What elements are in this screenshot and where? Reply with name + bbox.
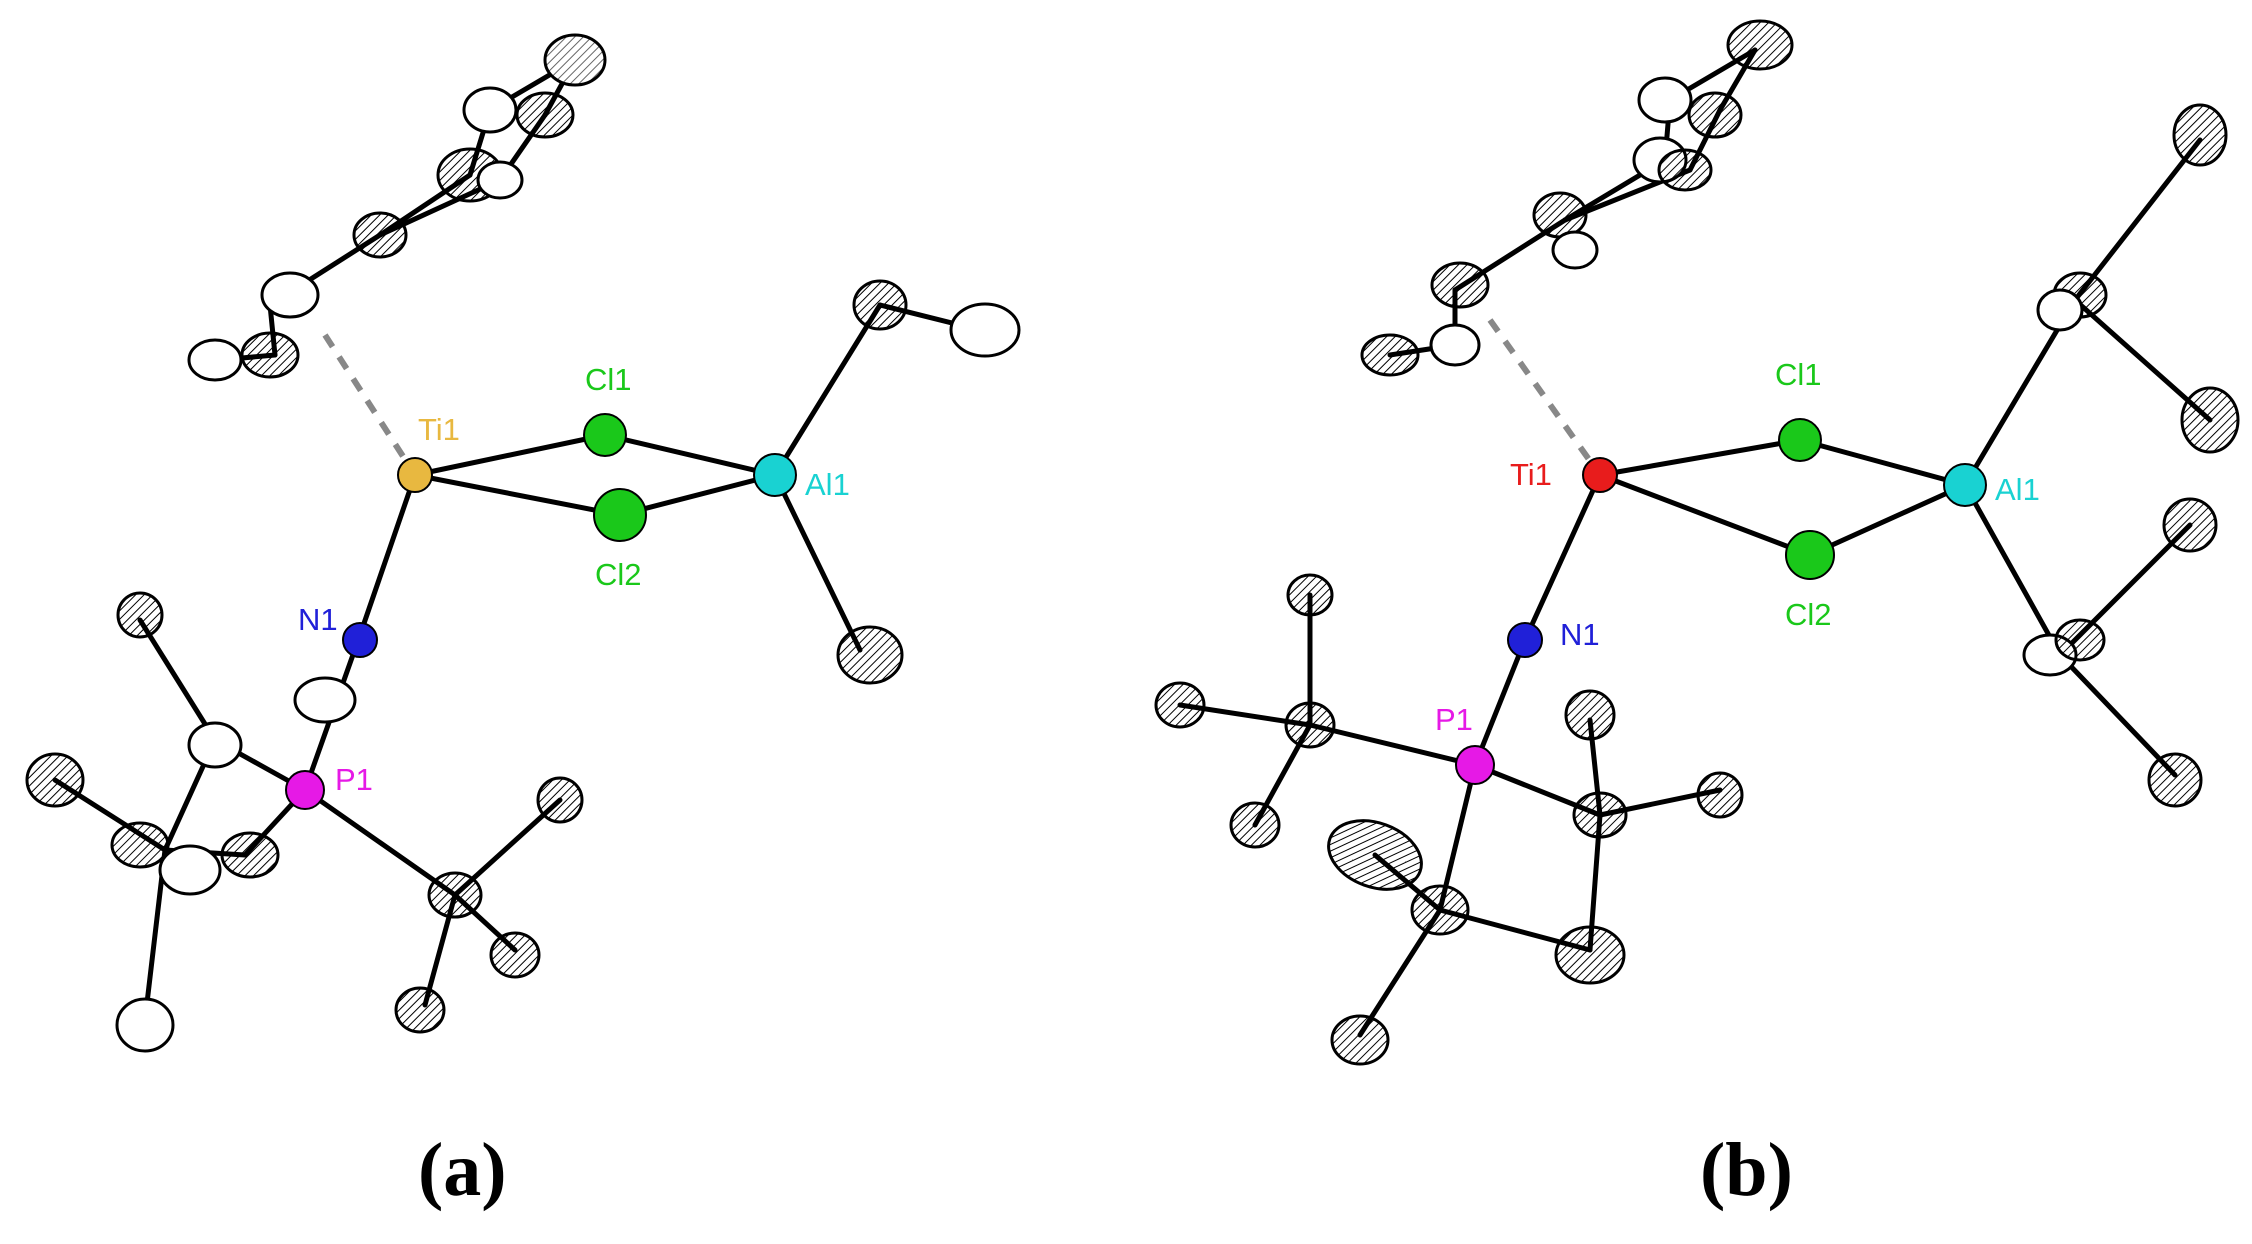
panel-a-heteroatoms bbox=[285, 413, 797, 810]
atom-label-al1: Al1 bbox=[805, 467, 850, 502]
carbon-atom bbox=[2162, 497, 2218, 553]
atom-label-ti1: Ti1 bbox=[418, 412, 460, 447]
carbon-atom bbox=[1330, 1014, 1390, 1066]
carbon-atom bbox=[260, 271, 320, 319]
carbon-atom bbox=[462, 86, 518, 134]
carbon-atom bbox=[1551, 230, 1599, 270]
carbon-atom bbox=[25, 752, 85, 808]
carbon-atom bbox=[187, 721, 243, 769]
panel-b-carbon-atoms bbox=[1154, 19, 2240, 1066]
chlorine-atom bbox=[593, 488, 647, 542]
carbon-atom bbox=[545, 35, 605, 85]
carbon-atom bbox=[1564, 689, 1616, 741]
panel-b-heteroatoms bbox=[1455, 418, 1987, 785]
carbon-atom bbox=[158, 844, 222, 896]
carbon-atom bbox=[427, 871, 483, 919]
carbon-atom bbox=[187, 338, 243, 382]
carbon-atom bbox=[949, 302, 1021, 358]
aluminium-atom bbox=[753, 453, 797, 497]
titanium-atom bbox=[1582, 457, 1618, 493]
panel-a: Ti1 Cl1 Cl2 Al1 N1 P1 (a) bbox=[25, 33, 1021, 1212]
panel-caption-a: (a) bbox=[418, 1128, 507, 1212]
carbon-atom bbox=[515, 91, 575, 139]
carbon-atom bbox=[1360, 333, 1420, 377]
carbon-atom bbox=[489, 931, 541, 979]
carbon-atom bbox=[1430, 261, 1490, 309]
atom-label-al1: Al1 bbox=[1995, 472, 2040, 507]
carbon-atom bbox=[852, 279, 908, 331]
carbon-atom bbox=[110, 821, 170, 869]
carbon-atom bbox=[476, 160, 524, 200]
atom-label-cl1: Cl1 bbox=[1775, 357, 1822, 392]
carbon-atom bbox=[394, 986, 446, 1034]
panel-caption-b: (b) bbox=[1700, 1128, 1793, 1212]
aluminium-atom bbox=[1943, 463, 1987, 507]
carbon-atom bbox=[2054, 618, 2106, 662]
carbon-atom bbox=[293, 676, 357, 724]
carbon-atom bbox=[1229, 801, 1281, 849]
carbon-atom bbox=[1429, 323, 1481, 367]
atom-label-n1: N1 bbox=[298, 602, 338, 637]
carbon-atom bbox=[220, 831, 280, 879]
carbon-atom bbox=[1657, 148, 1713, 192]
phosphorus-atom bbox=[1455, 745, 1495, 785]
atom-label-cl1: Cl1 bbox=[585, 362, 632, 397]
chlorine-atom bbox=[1778, 418, 1822, 462]
panel-a-carbon-atoms bbox=[25, 33, 1021, 1053]
titanium-atom bbox=[397, 457, 433, 493]
carbon-atom bbox=[115, 997, 175, 1053]
carbon-atom bbox=[2172, 103, 2228, 167]
carbon-atom bbox=[1696, 771, 1744, 819]
carbon-atom bbox=[1572, 791, 1628, 839]
chlorine-atom bbox=[1785, 530, 1835, 580]
nitrogen-atom bbox=[1507, 622, 1543, 658]
carbon-atom bbox=[1154, 681, 1206, 729]
carbon-atom bbox=[1637, 76, 1693, 124]
carbon-atom bbox=[352, 211, 408, 259]
nitrogen-atom bbox=[342, 622, 378, 658]
carbon-atom bbox=[240, 331, 300, 379]
carbon-atom bbox=[1410, 884, 1470, 936]
carbon-atom bbox=[2036, 288, 2084, 332]
atom-label-cl2: Cl2 bbox=[1785, 597, 1832, 632]
atom-label-p1: P1 bbox=[1435, 702, 1473, 737]
carbon-atom bbox=[1286, 573, 1334, 617]
panel-b: Ti1 Cl1 Cl2 Al1 N1 P1 (b) bbox=[1154, 19, 2240, 1212]
atom-label-n1: N1 bbox=[1560, 617, 1600, 652]
carbon-atom bbox=[836, 625, 904, 685]
phosphorus-atom bbox=[285, 770, 325, 810]
panel-b-atom-labels: Ti1 Cl1 Cl2 Al1 N1 P1 bbox=[1435, 357, 2040, 737]
panel-b-bonds bbox=[1177, 47, 2213, 1038]
atom-label-p1: P1 bbox=[335, 762, 373, 797]
carbon-atom bbox=[2147, 752, 2203, 808]
carbon-atom bbox=[536, 776, 584, 824]
carbon-atom bbox=[1554, 925, 1626, 985]
chlorine-atom bbox=[583, 413, 627, 457]
carbon-atom bbox=[116, 591, 164, 639]
atom-label-ti1: Ti1 bbox=[1510, 457, 1552, 492]
carbon-atom bbox=[1687, 91, 1743, 139]
panel-a-atom-labels: Ti1 Cl1 Cl2 Al1 N1 P1 bbox=[298, 362, 850, 797]
carbon-atom bbox=[2180, 386, 2240, 454]
carbon-atom bbox=[1284, 701, 1336, 749]
carbon-atom bbox=[1327, 819, 1423, 891]
atom-label-cl2: Cl2 bbox=[595, 557, 642, 592]
carbon-atom bbox=[1726, 19, 1794, 71]
carbon-atom bbox=[1532, 191, 1588, 239]
